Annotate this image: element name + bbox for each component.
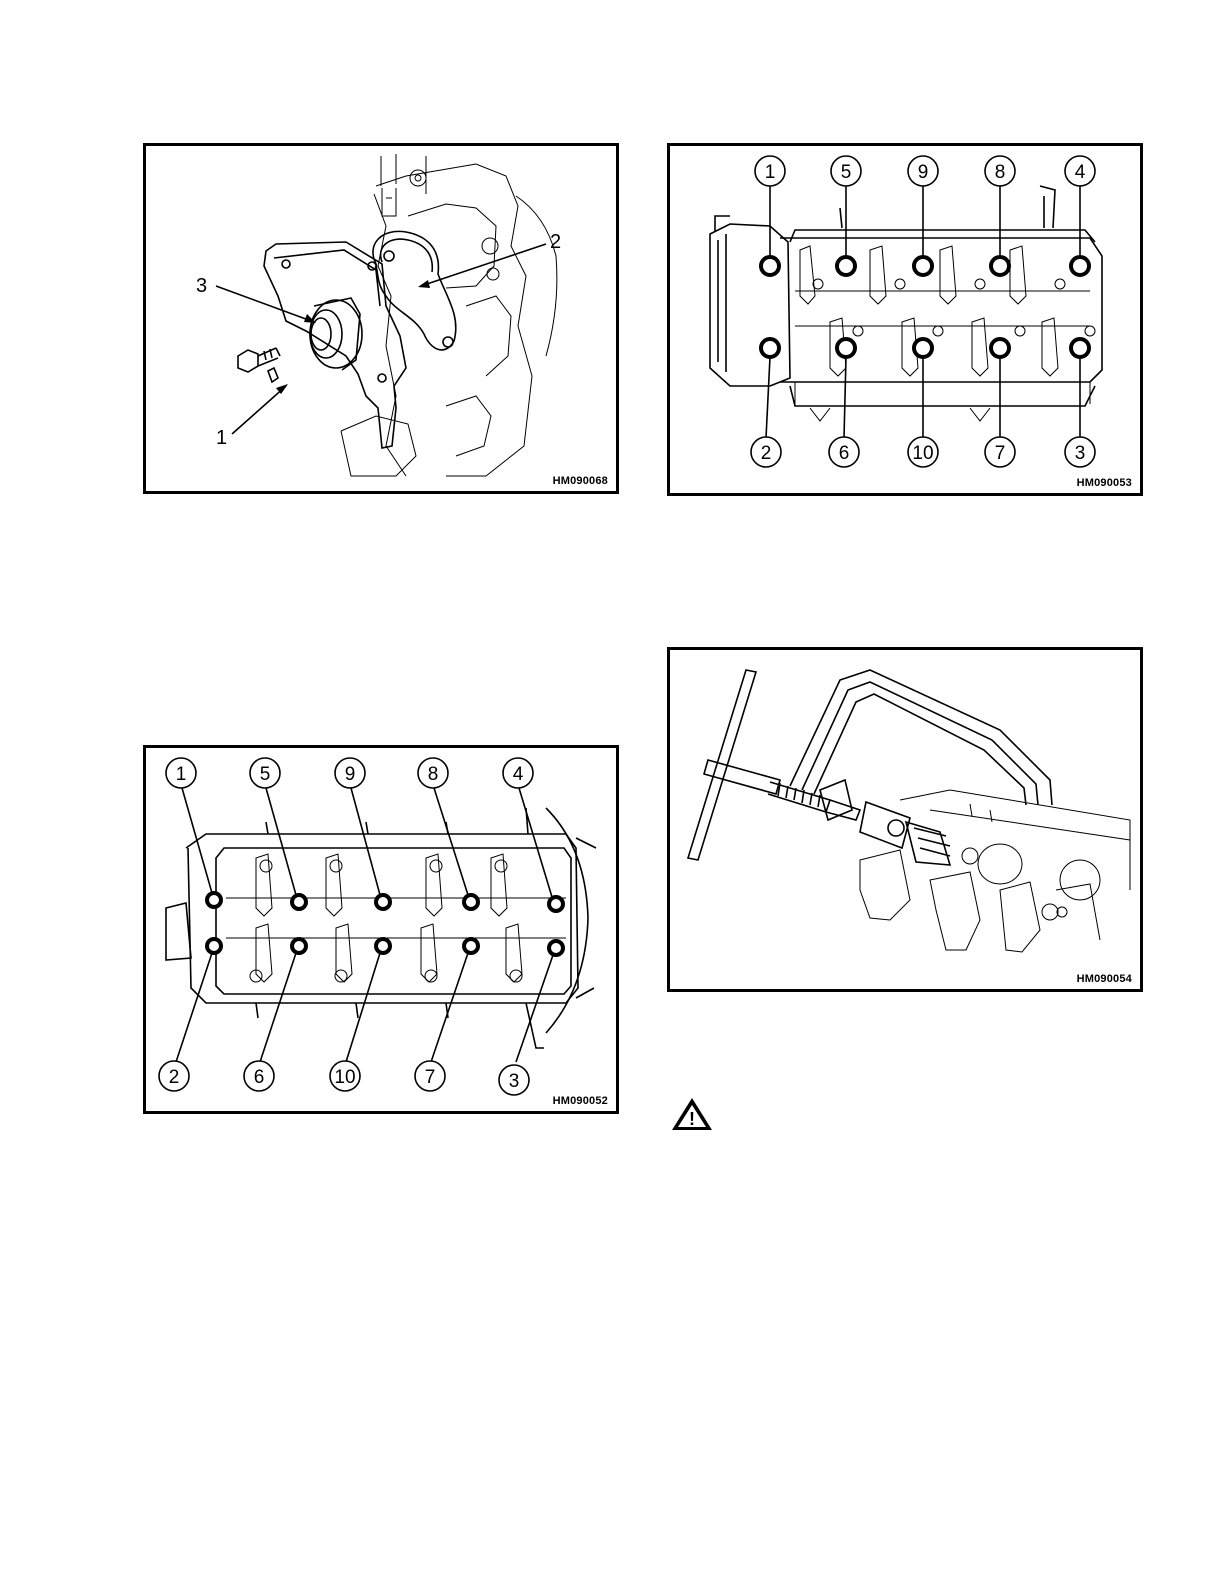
head-bolt-drawing-a: 1 5 9 8 4 2 6 10 7 3 — [670, 146, 1140, 493]
gasket-outline — [373, 231, 456, 350]
callout-top-4: 8 — [428, 764, 439, 785]
callout-bottom-5: 3 — [509, 1071, 520, 1092]
engine-block-sketch — [341, 154, 557, 476]
callout-top-5: 4 — [1075, 162, 1086, 183]
figure-code: HM090068 — [553, 475, 608, 487]
callout-bottom-1: 2 — [761, 443, 772, 464]
valve-spring-compressor-drawing — [670, 650, 1140, 989]
callout-top-5: 4 — [513, 764, 524, 785]
callout-top-2: 5 — [260, 764, 271, 785]
callout-bottom-1: 2 — [169, 1067, 180, 1088]
callout-bottom-2: 6 — [839, 443, 850, 464]
bolt-sketch — [238, 348, 280, 382]
cylinder-head-outline — [166, 808, 596, 1048]
warning-symbol: ! — [689, 1109, 695, 1129]
warning-triangle-icon: ! — [670, 1095, 714, 1133]
callout-3: 3 — [196, 275, 207, 297]
callout-top-3: 9 — [345, 764, 356, 785]
callouts-top: 1 5 9 8 4 — [755, 156, 1095, 186]
c-frame — [790, 670, 1052, 820]
callout-top-1: 1 — [176, 764, 187, 785]
head-bolts — [207, 893, 563, 955]
callouts-bottom: 2 6 10 7 3 — [159, 1061, 529, 1095]
callout-bottom-3: 10 — [912, 443, 933, 464]
callout-bottom-5: 3 — [1075, 443, 1086, 464]
callout-bottom-4: 7 — [995, 443, 1006, 464]
figure-code: HM090053 — [1077, 477, 1132, 489]
callout-top-4: 8 — [995, 162, 1006, 183]
head-bolt-drawing-b: 1 5 9 8 4 2 6 10 7 3 — [146, 748, 616, 1111]
callout-1: 1 — [216, 427, 227, 449]
callout-top-2: 5 — [841, 162, 852, 183]
callout-bottom-4: 7 — [425, 1067, 436, 1088]
front-cover-outline — [264, 242, 406, 448]
oil-seal-housing — [310, 300, 362, 368]
figure-head-bolt-sequence-b: 1 5 9 8 4 2 6 10 7 3 HM090052 — [143, 745, 619, 1114]
callout-bottom-3: 10 — [334, 1067, 355, 1088]
threaded-rod — [768, 782, 830, 812]
callout-top-1: 1 — [765, 162, 776, 183]
callouts-bottom: 2 6 10 7 3 — [751, 437, 1095, 467]
t-handle — [688, 670, 780, 860]
figure-head-bolt-sequence-a: 1 5 9 8 4 2 6 10 7 3 HM090053 — [667, 143, 1143, 496]
callout-top-3: 9 — [918, 162, 929, 183]
figure-code: HM090054 — [1077, 973, 1132, 985]
figure-valve-spring-compressor: HM090054 — [667, 647, 1143, 992]
timing-cover-drawing: 3 2 1 — [146, 146, 616, 491]
callouts-top: 1 5 9 8 4 — [166, 758, 533, 788]
callout-2: 2 — [550, 231, 561, 253]
head-bolts — [761, 257, 1089, 357]
figure-timing-cover: 3 2 1 HM090068 — [143, 143, 619, 494]
figure-code: HM090052 — [553, 1095, 608, 1107]
callout-bottom-2: 6 — [254, 1067, 265, 1088]
